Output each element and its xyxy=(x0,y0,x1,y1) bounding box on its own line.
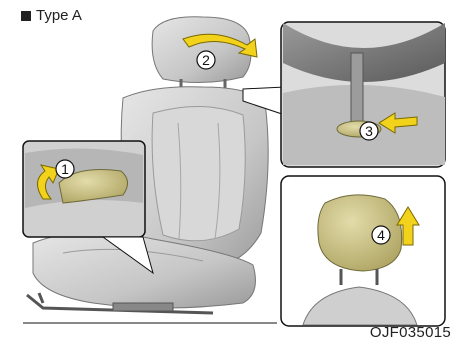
callout-3: 3 xyxy=(365,123,373,139)
type-label: Type A xyxy=(21,7,82,24)
type-label-text: Type A xyxy=(36,7,82,24)
callout-2: 2 xyxy=(202,52,210,68)
callout-4: 4 xyxy=(377,227,385,243)
panel-release-button: 3 xyxy=(281,22,445,167)
square-bullet-icon xyxy=(21,11,31,21)
callout-1: 1 xyxy=(61,161,69,177)
panel-height-lever: 1 xyxy=(23,141,145,237)
seat-illustration: 2 3 4 xyxy=(3,3,454,341)
figure-code: OJF035015 xyxy=(370,324,451,341)
panel-headrest-removal: 4 xyxy=(281,176,445,326)
figure-frame: 2 3 4 xyxy=(3,3,454,341)
